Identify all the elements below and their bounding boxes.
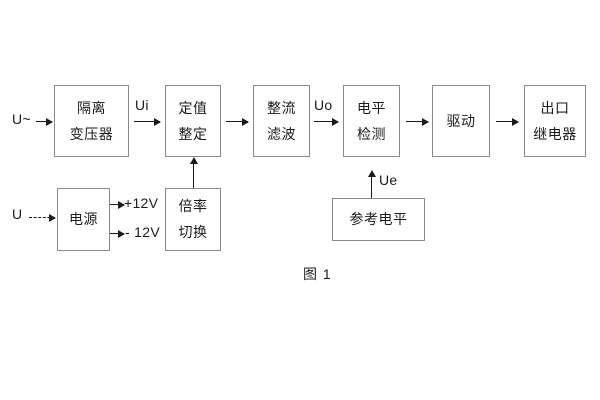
input-label-ac: U~ <box>12 111 31 127</box>
arrow-reference-level-to-level-detect <box>367 170 376 198</box>
arrow-isolation-to-setting <box>134 117 161 126</box>
block-rectify-filter-line1: 整流 <box>267 99 296 116</box>
arrow-drive-to-output-relay <box>496 117 519 126</box>
arrow-power-supply-minus12v <box>110 229 125 238</box>
block-rectify-filter: 整流 滤波 <box>253 85 310 157</box>
block-power-supply: 电源 <box>57 188 110 251</box>
block-setting-value-line2: 整定 <box>178 125 208 142</box>
signal-label-ui: Ui <box>135 97 149 113</box>
arrow-dc-to-power-supply <box>29 214 56 222</box>
block-output-relay: 出口 继电器 <box>524 85 586 157</box>
voltage-label-plus12v: +12V <box>124 195 159 211</box>
block-multiplier-switch-line2: 切换 <box>178 224 208 240</box>
block-rectify-filter-line2: 滤波 <box>267 125 296 142</box>
block-level-detect-line1: 电平 <box>357 99 386 116</box>
arrow-rectify-to-level-detect <box>314 117 339 126</box>
block-setting-value-line1: 定值 <box>178 99 208 116</box>
block-isolation-transformer-line1: 隔离 <box>77 99 106 116</box>
block-isolation-transformer-line2: 变压器 <box>69 125 114 142</box>
block-output-relay-line1: 出口 <box>540 99 570 116</box>
block-reference-level-line1: 参考电平 <box>349 211 408 228</box>
block-multiplier-switch-line1: 倍率 <box>178 198 208 215</box>
arrow-setting-to-rectify <box>226 117 249 126</box>
arrow-ac-to-isolation-transformer <box>36 117 53 126</box>
signal-label-uo: Uo <box>314 97 333 113</box>
block-level-detect: 电平 检测 <box>343 85 400 157</box>
block-multiplier-switch: 倍率 切换 <box>165 188 221 251</box>
input-label-dc: U <box>12 206 23 222</box>
figure-caption: 图 1 <box>303 266 332 282</box>
block-drive: 驱动 <box>432 85 490 157</box>
block-isolation-transformer: 隔离 变压器 <box>54 85 129 157</box>
block-reference-level: 参考电平 <box>332 198 425 241</box>
arrow-power-supply-plus12v <box>110 200 125 209</box>
block-output-relay-line2: 继电器 <box>533 125 577 142</box>
block-drive-line1: 驱动 <box>446 112 476 129</box>
voltage-label-minus12v: - 12V <box>125 224 160 240</box>
arrow-multiplier-switch-to-setting <box>189 157 198 188</box>
block-power-supply-line1: 电源 <box>69 211 98 228</box>
signal-label-ue: Ue <box>379 172 398 188</box>
arrow-level-detect-to-drive <box>406 117 429 126</box>
block-setting-value: 定值 整定 <box>165 85 221 157</box>
block-level-detect-line2: 检测 <box>357 125 386 142</box>
